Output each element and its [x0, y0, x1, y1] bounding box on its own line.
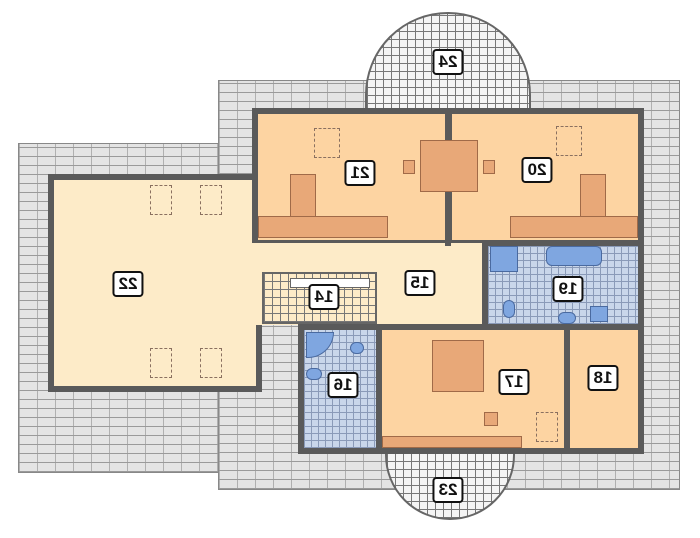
room-label-18: 18 [587, 365, 619, 391]
room-label-20: 20 [521, 157, 553, 183]
chair [483, 160, 495, 174]
wardrobe [258, 216, 388, 238]
double-bed [432, 340, 484, 392]
desk [420, 140, 478, 192]
shower [490, 246, 518, 272]
room-label-23: 23 [432, 477, 464, 503]
skylight [150, 185, 172, 215]
skylight [200, 348, 222, 378]
room-label-14: 14 [308, 284, 340, 310]
room-label-16: 16 [327, 372, 359, 398]
toilet [306, 368, 322, 380]
room-22 [48, 174, 262, 392]
skylight [150, 348, 172, 378]
sink [350, 342, 364, 354]
toilet [503, 300, 515, 318]
room-label-22: 22 [112, 271, 144, 297]
wardrobe [510, 216, 638, 238]
wardrobe [382, 436, 522, 448]
room-label-24: 24 [432, 49, 464, 75]
sink [558, 312, 576, 324]
cabinet [590, 306, 608, 322]
bathtub [546, 246, 602, 266]
table [484, 412, 498, 426]
skylight [200, 185, 222, 215]
skylight [536, 412, 558, 442]
room-label-17: 17 [498, 369, 530, 395]
room-label-21: 21 [344, 160, 376, 186]
chair [403, 160, 415, 174]
room-label-15: 15 [404, 270, 436, 296]
skylight [556, 126, 582, 156]
skylight [314, 128, 340, 158]
room-label-19: 19 [552, 276, 584, 302]
